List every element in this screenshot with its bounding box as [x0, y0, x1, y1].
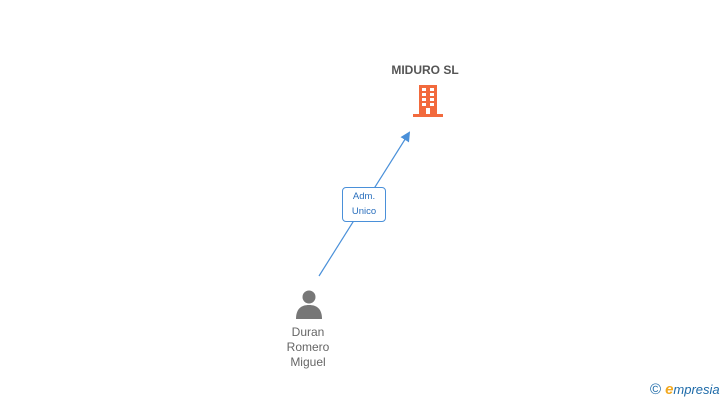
copyright-symbol: ©	[650, 380, 662, 398]
brand-logo-letter: e	[665, 380, 674, 398]
person-icon[interactable]	[294, 289, 324, 319]
person-name-line3: Miguel	[290, 355, 326, 369]
relation-role-line2: Unico	[351, 206, 377, 217]
building-icon[interactable]	[411, 83, 445, 119]
empresia-watermark: © e mpresia	[650, 379, 720, 399]
relation-role-box[interactable]: Adm. Unico	[342, 187, 386, 222]
company-name[interactable]: MIDURO SL	[391, 63, 459, 77]
brand-name: mpresia	[673, 381, 720, 397]
relation-role-line1: Adm.	[352, 191, 376, 202]
person-name-line2: Romero	[286, 340, 330, 354]
person-name-line1: Duran	[291, 325, 325, 339]
person-name[interactable]: Duran Romero Miguel	[262, 325, 354, 370]
